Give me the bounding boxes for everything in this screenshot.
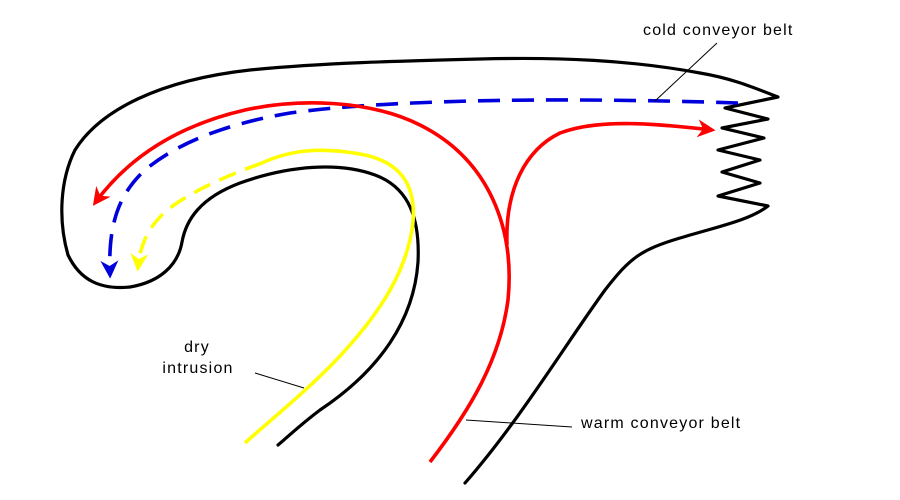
cloud-outline-outer xyxy=(60,56,780,485)
warm-conveyor-belt-leader xyxy=(465,419,573,428)
cold-conveyor-belt-path xyxy=(100,98,739,279)
dry-intrusion-path xyxy=(243,148,416,445)
warm-conveyor-belt-label: warm conveyor belt xyxy=(580,415,741,432)
dry-intrusion-label-line1: dry xyxy=(184,339,210,356)
warm-conveyor-belt-branch xyxy=(505,119,716,246)
warm-conveyor-belt-path xyxy=(92,101,511,464)
dry-intrusion-label-line2: intrusion xyxy=(162,360,233,377)
dry-intrusion-leader xyxy=(254,372,305,389)
dry-intrusion-arrow xyxy=(130,161,263,272)
cold-conveyor-belt-leader xyxy=(654,42,718,102)
cold-conveyor-belt-label: cold conveyor belt xyxy=(643,22,794,39)
